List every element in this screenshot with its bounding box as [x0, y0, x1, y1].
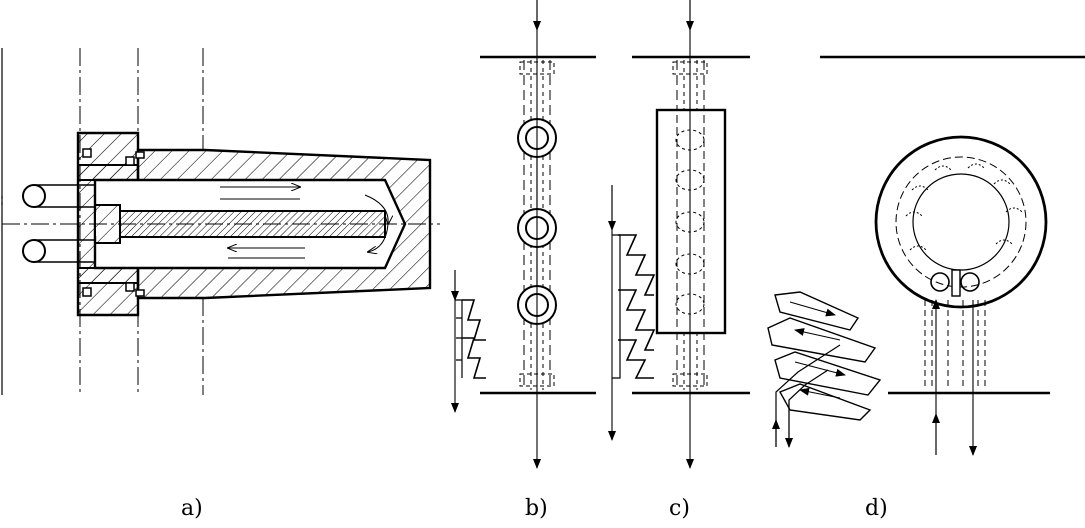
panel-a-core-section — [1, 48, 440, 395]
panel-d-caption: d) — [865, 496, 888, 521]
panel-c-rectangular-channel — [608, 0, 750, 469]
panel-b-caption: b) — [525, 496, 548, 521]
panel-c-caption: c) — [669, 496, 690, 521]
panel-a-caption: a) — [181, 496, 203, 521]
panel-d-annular-channel — [767, 55, 1085, 456]
panel-b-round-channels — [451, 0, 596, 469]
